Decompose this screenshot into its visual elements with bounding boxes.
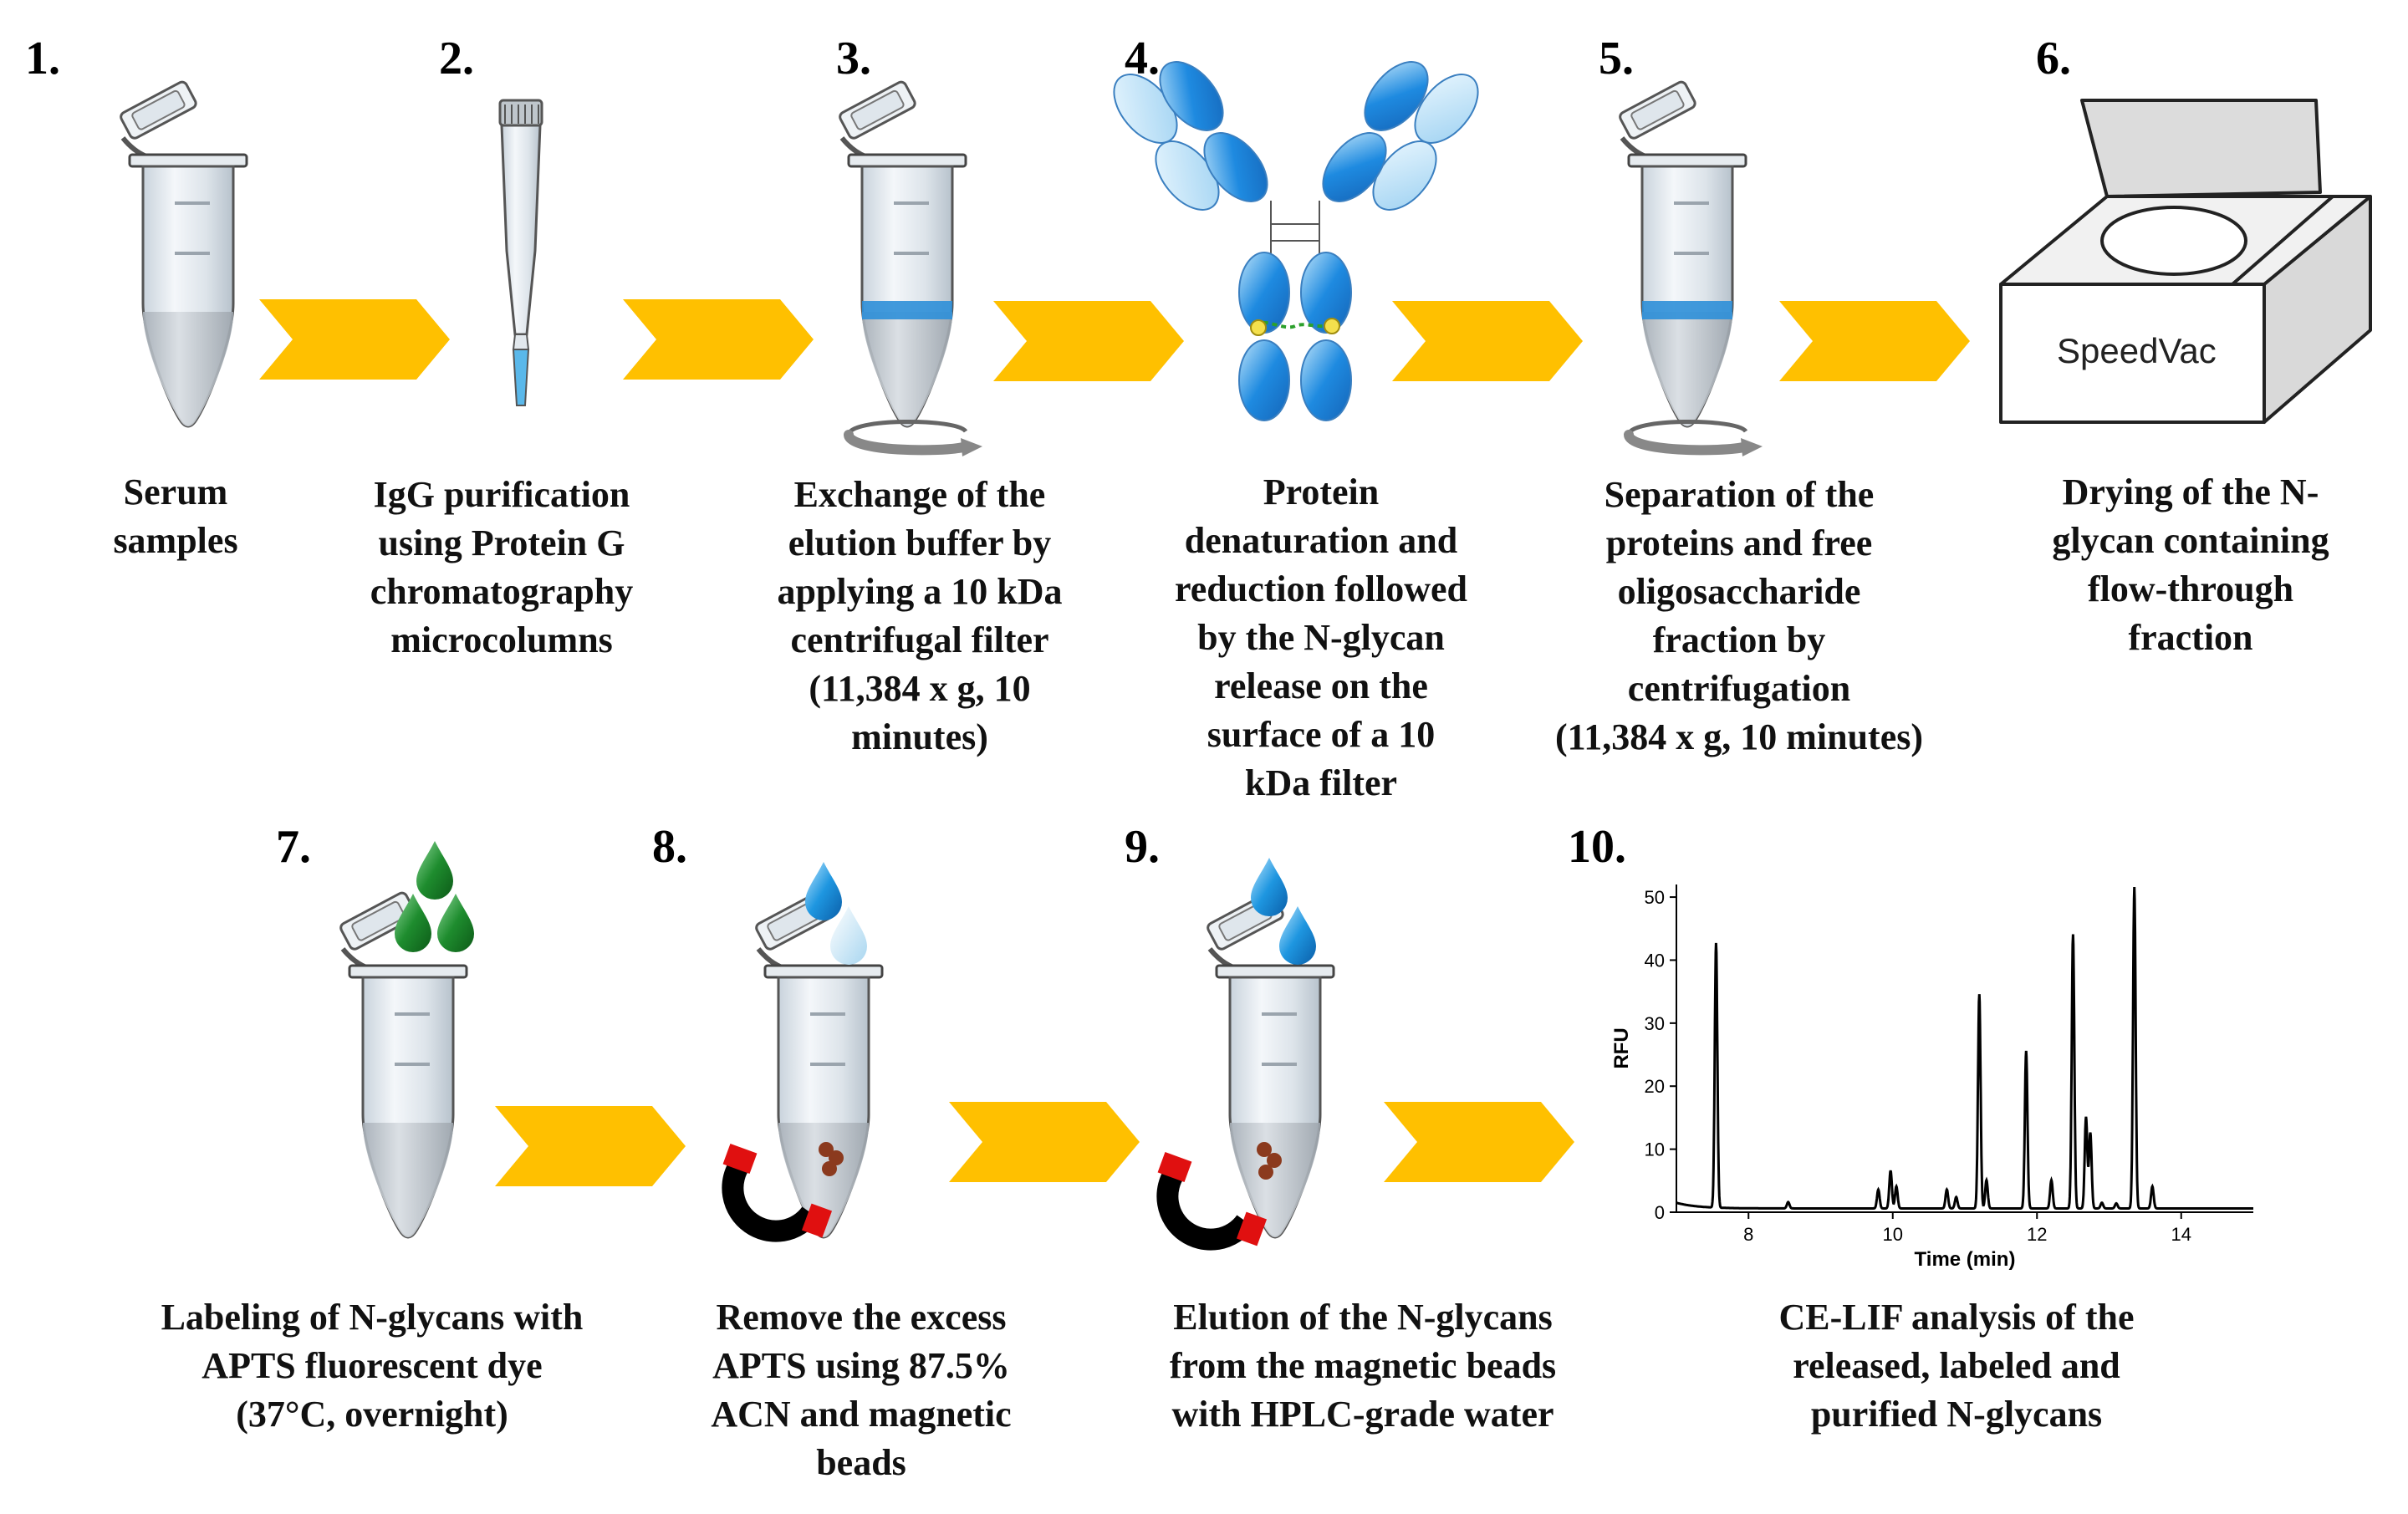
step-caption-5: Separation of the proteins and free olig… <box>1555 474 1923 757</box>
y-tick-label: 30 <box>1645 1013 1665 1034</box>
beads-icon <box>819 1142 844 1176</box>
step-number-7: 7. <box>276 821 311 873</box>
antibody-icon <box>1113 61 1479 421</box>
step-number-6: 6. <box>2036 33 2071 84</box>
x-axis-label: Time (min) <box>1915 1248 2016 1271</box>
filter-band <box>862 301 952 319</box>
step-number-2: 2. <box>439 33 474 84</box>
step-number-8: 8. <box>652 821 687 873</box>
step-number-5: 5. <box>1599 33 1634 84</box>
step-number-10: 10. <box>1568 821 1626 873</box>
chart-ticks: 0 10 20 30 40 50 8 10 12 14 <box>1645 887 2191 1245</box>
step-caption-10: CE-LIF analysis of the released, labeled… <box>1778 1297 2135 1435</box>
y-tick-label: 0 <box>1655 1202 1665 1223</box>
step-caption-8: Remove the excess APTS using 87.5% ACN a… <box>711 1297 1012 1483</box>
step-number-3: 3. <box>836 33 871 84</box>
step-caption-9: Elution of the N-glycans from the magnet… <box>1169 1297 1557 1435</box>
step-caption-1: Serum samples <box>113 472 238 561</box>
y-tick-label: 50 <box>1645 887 1665 908</box>
y-tick-label: 20 <box>1645 1076 1665 1097</box>
y-axis-label: RFU <box>1610 1027 1633 1068</box>
step-caption-2: IgG purification using Protein G chromat… <box>370 474 634 660</box>
step-caption-3: Exchange of the elution buffer by applyi… <box>777 474 1063 757</box>
speedvac-label: SpeedVac <box>2057 331 2217 370</box>
chromatogram-trace <box>1676 886 2253 1210</box>
step-number-9: 9. <box>1125 821 1160 873</box>
y-tick-label: 10 <box>1645 1139 1665 1160</box>
x-tick-label: 12 <box>2027 1224 2047 1245</box>
step-number-4: 4. <box>1125 33 1160 84</box>
filter-band <box>1642 301 1732 319</box>
y-tick-label: 40 <box>1645 950 1665 971</box>
beads-icon <box>1257 1142 1282 1180</box>
x-tick-label: 8 <box>1743 1224 1753 1245</box>
step-number-1: 1. <box>25 33 60 84</box>
step-caption-4: Protein denaturation and reduction follo… <box>1175 472 1467 803</box>
chart-axes <box>1676 884 2253 1213</box>
column-icon <box>498 99 543 406</box>
x-tick-label: 14 <box>2171 1224 2191 1245</box>
step-caption-7: Labeling of N-glycans with APTS fluoresc… <box>161 1297 584 1435</box>
step-caption-6: Drying of the N- glycan containing flow-… <box>2052 472 2329 658</box>
x-tick-label: 10 <box>1883 1224 1903 1245</box>
speedvac-icon <box>1999 99 2372 424</box>
